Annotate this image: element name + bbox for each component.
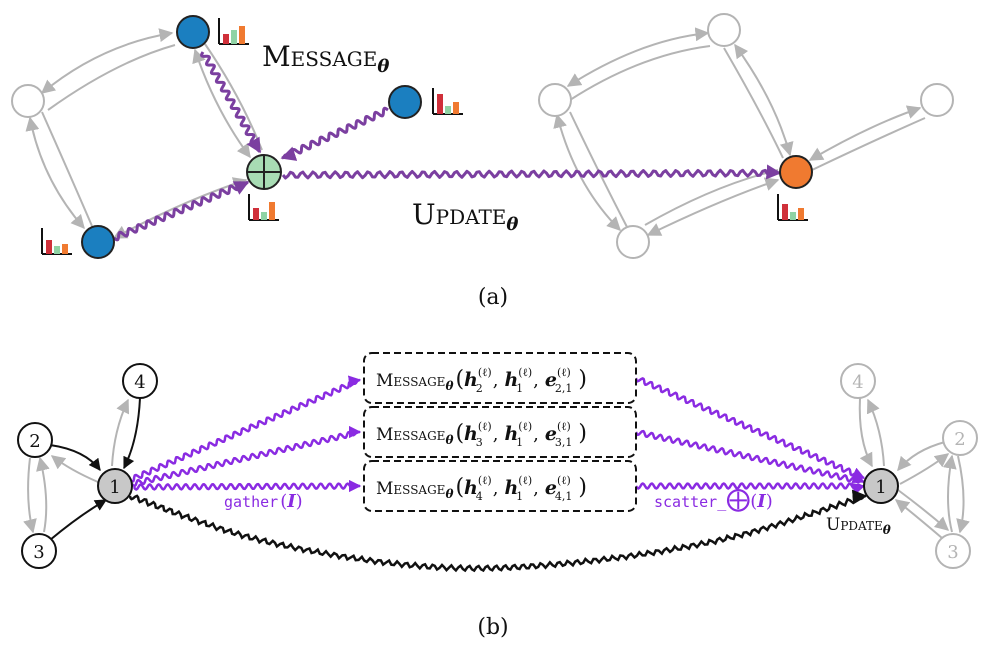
panel-b: MESSAGEθ(h(ℓ)2,h(ℓ)1,e(ℓ)2,1) MESSAGEθ(h…	[17, 352, 978, 640]
edge	[723, 47, 784, 159]
node-1	[863, 468, 899, 504]
panel-b-message-paths	[129, 375, 866, 495]
node-4	[840, 363, 876, 399]
edge	[942, 454, 957, 533]
panel-b-right-nodes: 1 2 3 4	[840, 363, 978, 569]
edge	[811, 117, 926, 171]
edge	[897, 489, 950, 531]
update-path	[281, 164, 782, 180]
message-path	[200, 51, 262, 154]
node-blue	[176, 15, 210, 49]
edge	[866, 398, 885, 467]
edge	[25, 116, 85, 230]
edge-4-1	[123, 397, 141, 470]
edge	[644, 169, 779, 226]
edge	[566, 27, 710, 87]
message-path	[280, 106, 389, 161]
edge	[899, 453, 950, 485]
message-expression: MESSAGEθ(h(ℓ)4,h(ℓ)1,e(ℓ)4,1)	[376, 474, 587, 503]
edge-3-2	[36, 456, 50, 533]
message-expression: MESSAGEθ(h(ℓ)2,h(ℓ)1,e(ℓ)2,1)	[376, 366, 587, 395]
update-label-b: UPDATEθ	[826, 515, 891, 537]
panel-a-left-edges	[25, 28, 263, 239]
node-empty	[920, 83, 954, 117]
node-empty	[11, 84, 45, 118]
edge-3-1	[49, 499, 108, 541]
node-1-label: 1	[875, 477, 886, 498]
bar-chart-icon	[248, 194, 279, 221]
node-1-label: 1	[109, 477, 120, 498]
node-3-label: 3	[947, 542, 958, 563]
node-2-label: 2	[29, 431, 40, 452]
panel-a-right-edges	[553, 27, 926, 236]
panel-a: MESSAGEθ UPDATEθ (a)	[11, 13, 954, 310]
message-label: MESSAGEθ	[262, 40, 389, 77]
node-2-label: 2	[954, 429, 965, 450]
message-path	[113, 180, 250, 242]
edge	[894, 499, 943, 539]
bar-chart-icon	[41, 228, 72, 255]
bar-chart-icon	[777, 194, 808, 221]
edge	[897, 441, 946, 472]
update-path	[128, 489, 868, 573]
edge	[858, 397, 873, 468]
node-empty	[616, 225, 650, 259]
node-2	[17, 422, 53, 458]
bar-chart-icon	[432, 88, 463, 115]
edge	[734, 43, 794, 157]
edge-2-1	[49, 444, 101, 471]
panel-a-message-paths	[113, 51, 782, 242]
node-4-label: 4	[852, 372, 863, 393]
panel-b-left-edges	[23, 397, 141, 541]
edge	[41, 111, 93, 227]
gather-label: gather(I)	[224, 491, 303, 512]
edge-1-2	[50, 455, 99, 483]
node-empty	[538, 83, 572, 117]
node-update	[779, 155, 813, 189]
edge-1-4	[111, 398, 130, 467]
edge	[569, 45, 711, 101]
edge	[956, 455, 970, 534]
scatter-label: scatter_⨁(I)	[654, 485, 773, 513]
edge	[40, 28, 174, 94]
edge	[553, 113, 621, 231]
scatter-path	[634, 377, 866, 480]
node-1	[97, 468, 133, 504]
message-expression: MESSAGEθ(h(ℓ)3,h(ℓ)1,e(ℓ)3,1)	[376, 420, 587, 449]
caption-a: (a)	[478, 285, 508, 310]
caption-b: (b)	[477, 615, 508, 640]
bar-chart-icon	[218, 18, 249, 45]
node-3	[935, 533, 971, 569]
edge-2-3	[23, 457, 37, 534]
node-4	[122, 363, 158, 399]
edge	[47, 44, 176, 111]
node-3-label: 3	[33, 542, 44, 563]
panel-b-left-nodes: 1 2 3 4	[17, 363, 158, 569]
gather-path	[132, 479, 362, 493]
node-2	[942, 420, 978, 456]
oplus-icon	[248, 156, 280, 188]
node-4-label: 4	[134, 372, 145, 393]
node-blue	[81, 225, 115, 259]
node-3	[21, 533, 57, 569]
update-label: UPDATEθ	[412, 198, 518, 235]
message-box: MESSAGEθ(h(ℓ)3,h(ℓ)1,e(ℓ)3,1)	[363, 406, 637, 458]
node-empty	[707, 13, 741, 47]
scatter-path	[634, 429, 866, 484]
gather-path	[131, 425, 362, 488]
node-blue	[388, 85, 422, 119]
panel-b-right-edges	[858, 397, 970, 539]
edge	[646, 177, 780, 236]
gather-path	[129, 375, 362, 483]
message-box: MESSAGEθ(h(ℓ)4,h(ℓ)1,e(ℓ)4,1)	[363, 460, 637, 512]
edge	[808, 105, 922, 161]
edge	[192, 48, 251, 159]
panel-a-nodes	[11, 13, 954, 259]
edge	[112, 177, 248, 239]
message-box: MESSAGEθ(h(ℓ)2,h(ℓ)1,e(ℓ)2,1)	[363, 352, 637, 404]
scatter-path	[634, 482, 866, 495]
